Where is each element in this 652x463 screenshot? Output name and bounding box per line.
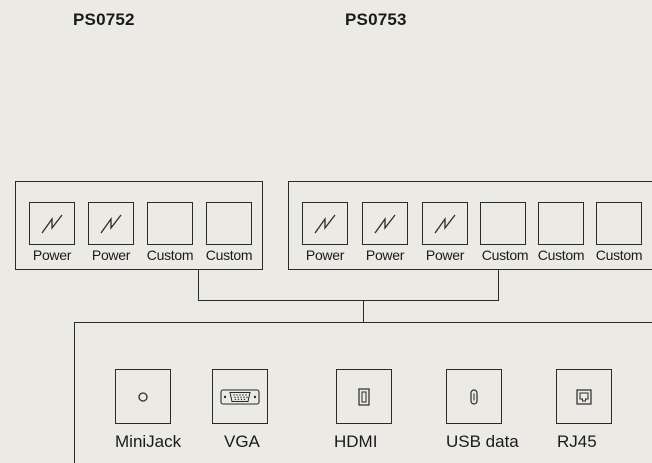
- slot-label: Custom: [481, 247, 529, 263]
- custom-slot-1: [147, 202, 193, 245]
- custom-slot-2: [206, 202, 252, 245]
- slot-label: Power: [32, 247, 72, 263]
- wire-horizontal: [198, 300, 500, 302]
- vga-connector: [212, 369, 268, 424]
- power-slot-3: [422, 202, 468, 245]
- slot-label: Custom: [205, 247, 253, 263]
- slot-label: Power: [305, 247, 345, 263]
- model-title-ps0753: PS0753: [345, 10, 407, 29]
- connector-plate: MiniJack VGA HDMI USB data RJ45: [74, 322, 652, 463]
- slot-label: Custom: [595, 247, 643, 263]
- custom-slot-3: [596, 202, 642, 245]
- power-symbol-icon: [41, 214, 63, 233]
- hdmi-connector: [336, 369, 392, 424]
- custom-slot-2: [538, 202, 584, 245]
- power-slot-1: [29, 202, 75, 245]
- slot-label: Custom: [537, 247, 585, 263]
- ps0753-panel: Power Power Power Custom Custom Custom: [288, 181, 652, 270]
- slot-label: Custom: [146, 247, 194, 263]
- connector-label-minijack: MiniJack: [115, 432, 182, 451]
- power-slot-1: [302, 202, 348, 245]
- slot-label: Power: [425, 247, 465, 263]
- power-symbol-icon: [100, 214, 122, 233]
- ps0752-panel: Power Power Custom Custom: [15, 181, 263, 270]
- slot-label: Power: [91, 247, 131, 263]
- connector-label-usb-data: USB data: [446, 432, 519, 451]
- minijack-icon: [138, 391, 148, 402]
- vga-port-icon: [220, 388, 260, 405]
- power-slot-2: [362, 202, 408, 245]
- power-symbol-icon: [434, 214, 456, 233]
- rj45-connector: [556, 369, 612, 424]
- usb-data-connector: [446, 369, 502, 424]
- power-slot-2: [88, 202, 134, 245]
- connector-label-vga: VGA: [224, 432, 260, 451]
- power-symbol-icon: [314, 214, 336, 233]
- wire-ps0753-down: [498, 269, 500, 301]
- wire-ps0752-down: [198, 269, 200, 301]
- power-symbol-icon: [374, 214, 396, 233]
- hdmi-port-icon: [358, 387, 370, 406]
- usb-port-icon: [470, 388, 478, 405]
- custom-slot-1: [480, 202, 526, 245]
- wire-to-connector-plate: [363, 300, 365, 323]
- connector-label-hdmi: HDMI: [334, 432, 378, 451]
- minijack-connector: [115, 369, 171, 424]
- model-title-ps0752: PS0752: [73, 10, 135, 29]
- rj45-port-icon: [576, 388, 592, 405]
- connector-label-rj45: RJ45: [557, 432, 597, 451]
- slot-label: Power: [365, 247, 405, 263]
